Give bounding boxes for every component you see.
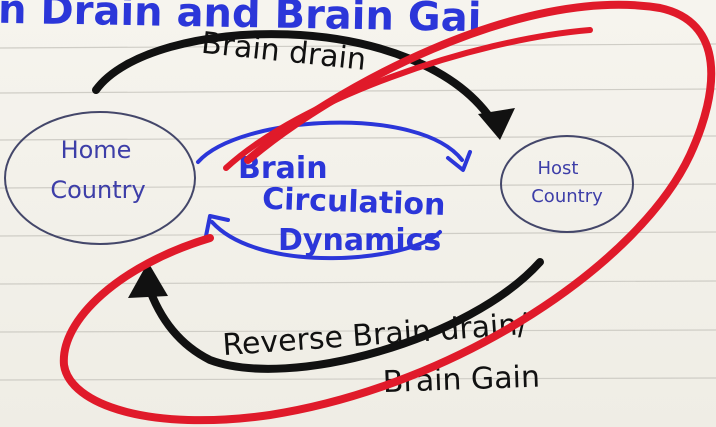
brain-circulation-label: Brain Circulation Dynamics [238,151,446,258]
home-country-label-line1: Home [61,136,132,164]
red-marker-loop [59,0,716,425]
circulation-arrow-top [196,120,472,172]
reverse-brain-drain-arrow [128,258,544,373]
brain-drain-arrow [92,30,515,140]
circulation-arrow-bottom [204,214,442,261]
host-country-node: Host Country [500,135,634,233]
center-label-line3: Dynamics [278,223,441,258]
host-country-label-line2: Country [531,186,603,207]
home-country-node: Home Country [4,111,196,245]
center-label-line2: Circulation [262,182,446,223]
home-country-label-line2: Country [50,176,145,204]
host-country-label-line1: Host [538,158,579,179]
